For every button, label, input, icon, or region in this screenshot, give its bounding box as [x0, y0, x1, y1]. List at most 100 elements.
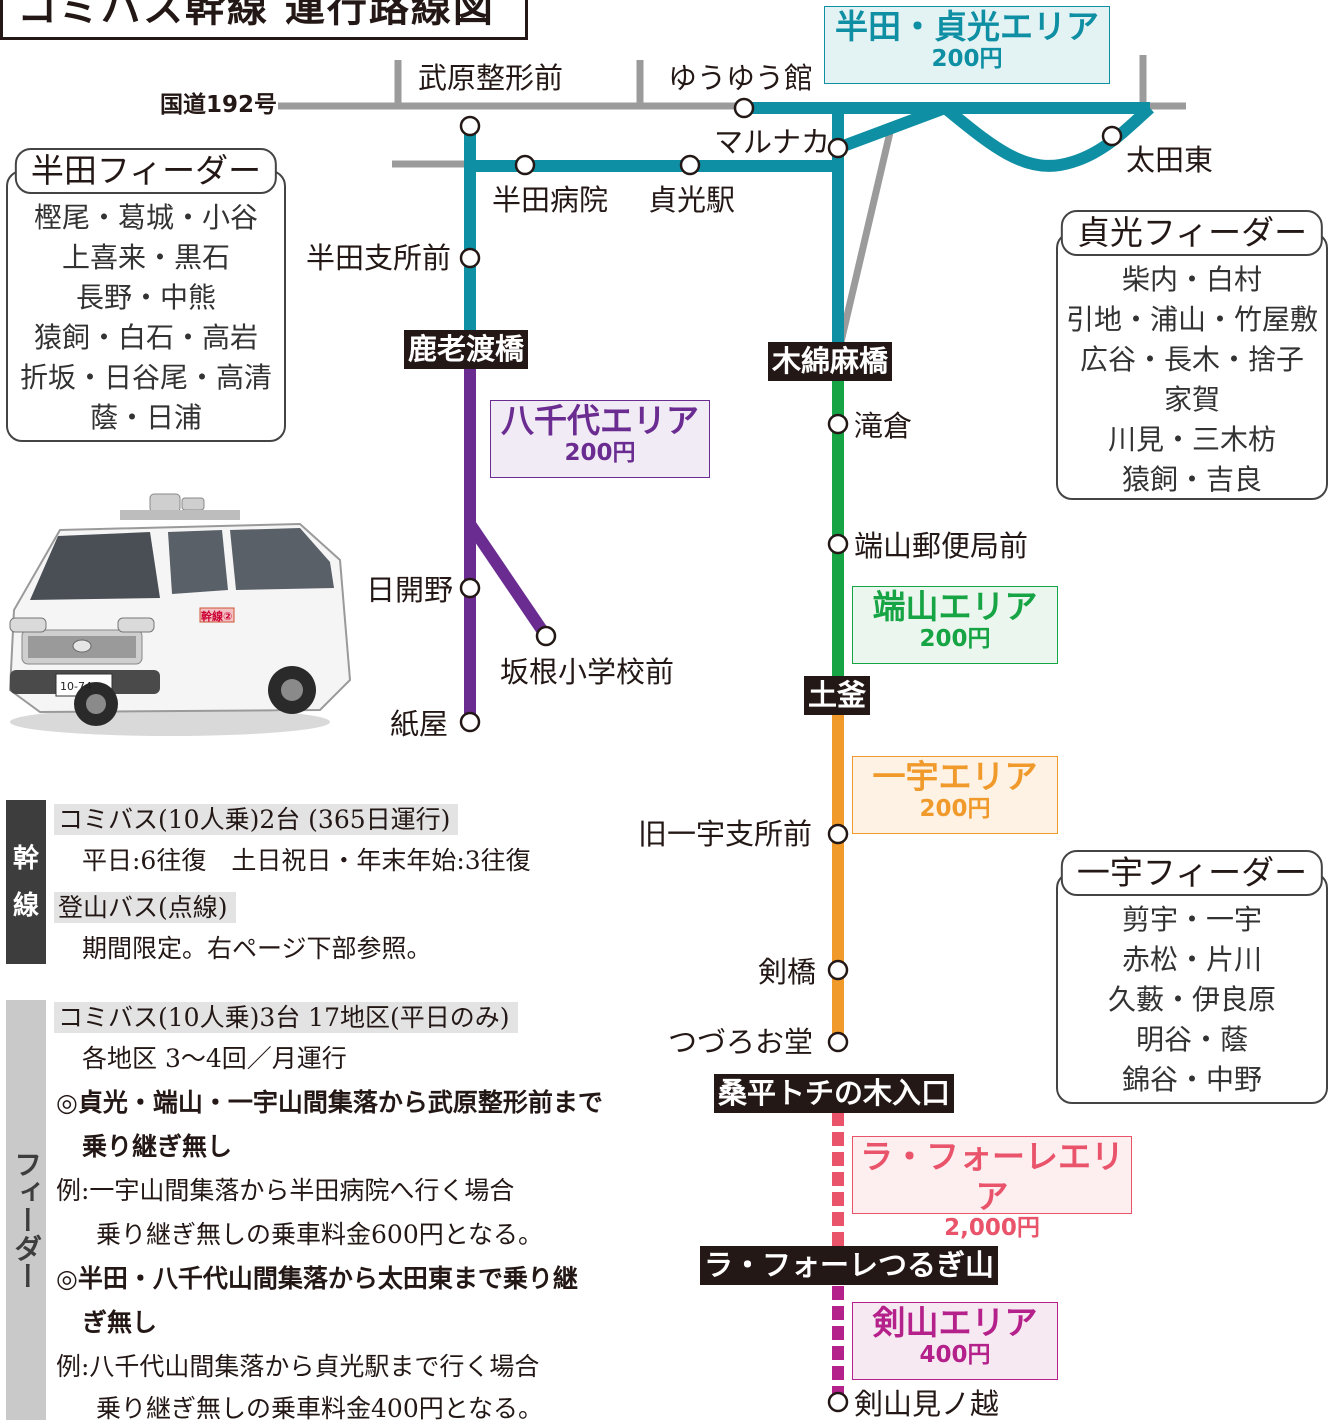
area-price: 400円 [919, 1341, 991, 1368]
feeder-line: 家賀 [1163, 383, 1220, 416]
feeder-note-7: ◎半田・八千代山間集落から太田東まで乗り継 [56, 1264, 578, 1293]
feeder-note-5: 例:一宇山間集落から半田病院へ行く場合 [56, 1176, 515, 1205]
feeder-title: 半田フィーダー [14, 148, 278, 194]
feeder-line: 赤松・片川 [1121, 943, 1262, 976]
area-yachiyo: 八千代エリア 200円 [490, 400, 710, 478]
station-marker-handa-byoin [514, 154, 536, 176]
feeder-note-4: 乗り継ぎ無し [82, 1132, 233, 1161]
kansen-note-1: コミバス(10人乗)2台 (365日運行) [54, 804, 459, 835]
feeder-note-9: 例:八千代山間集落から貞光駅まで行く場合 [56, 1352, 540, 1381]
area-name: 端山エリア [872, 587, 1038, 626]
hub-lafore-tsurugisan: ラ・フォーレつるぎ山 [700, 1246, 999, 1285]
area-price: 200円 [919, 625, 991, 652]
feeder-line: 樫尾・葛城・小谷 [33, 201, 258, 234]
bus-side-badge: 幹線② [201, 610, 233, 623]
feeder-line: 引地・浦山・竹屋敷 [1065, 303, 1318, 336]
feeder-ichiu: 一宇フィーダー 剪宇・一宇 赤松・片川 久藪・伊良原 明谷・蔭 錦谷・中野 [1056, 850, 1328, 1104]
kansen-note-3: 登山バス(点線) [54, 892, 236, 923]
station-marker-tsurugibashi [827, 959, 849, 981]
station-label-hatayama-yubin: 端山郵便局前 [854, 529, 1029, 563]
station-label-yuyukan: ゆうゆう館 [668, 61, 814, 95]
feeder-note-1: コミバス(10人乗)3台 17地区(平日のみ) [54, 1002, 518, 1033]
kansen-tab-char: 幹 [12, 844, 39, 874]
station-marker-yuyukan [733, 97, 755, 119]
feeder-note-3: ◎貞光・端山・一宇山間集落から武原整形前まで [56, 1088, 603, 1117]
feeder-handa: 半田フィーダー 樫尾・葛城・小谷 上喜来・黒石 長野・中熊 猿飼・白石・高岩 折… [6, 148, 286, 442]
station-label-minokoshi: 剣山見ノ越 [854, 1387, 1000, 1421]
feeder-sadamitsu: 貞光フィーダー 柴内・白村 引地・浦山・竹屋敷 広谷・長木・捨子 家賀 川見・三… [1056, 210, 1328, 500]
road-label-route192: 国道192号 [160, 92, 278, 118]
feeder-line: 上喜来・黒石 [61, 241, 230, 274]
area-price: 200円 [564, 439, 636, 466]
feeder-tab: フィーダー [6, 1000, 46, 1420]
station-marker-takikura [827, 413, 849, 435]
feeder-line: 猿飼・吉良 [1121, 463, 1262, 496]
station-label-sadamitsu: 貞光駅 [648, 183, 736, 217]
station-marker-kamiya [459, 711, 481, 733]
feeder-line: 柴内・白村 [1121, 263, 1262, 296]
kansen-note-2: 平日:6往復 土日祝日・年末年始:3往復 [82, 846, 531, 875]
kansen-tab: 幹 線 [6, 800, 46, 964]
area-handa-sadamitsu: 半田・貞光エリア 200円 [824, 6, 1110, 84]
feeder-tab-label: フィーダー [10, 1150, 43, 1290]
station-label-marunaka: マルナカ [714, 125, 831, 159]
hub-kurodobashi: 鹿老渡橋 [404, 330, 529, 369]
station-label-kamiya: 紙屋 [390, 707, 449, 741]
feeder-line: 川見・三木枋 [1107, 423, 1276, 456]
area-price: 200円 [931, 45, 1003, 72]
station-label-takikura: 滝倉 [854, 409, 913, 443]
line-handa-sadamitsu [464, 102, 1154, 350]
station-marker-handa-shisho [459, 247, 481, 269]
station-marker-takehara [459, 115, 481, 137]
bus-photo [8, 493, 352, 736]
feeder-line: 明谷・蔭 [1135, 1023, 1248, 1056]
bus-plate: 10-74 [60, 680, 92, 693]
station-marker-kyu-ichiu [827, 823, 849, 845]
area-price: 200円 [919, 795, 991, 822]
map-title: コミバス幹線 運行路線図 [0, 0, 528, 40]
feeder-note-2: 各地区 3〜4回／月運行 [82, 1044, 347, 1073]
feeder-note-10: 乗り継ぎ無しの乗車料金400円となる。 [96, 1394, 543, 1423]
area-name: ラ・フォーレエリア [860, 1137, 1124, 1216]
station-marker-hiraino [459, 577, 481, 599]
area-name: 一宇エリア [872, 757, 1038, 796]
feeder-line: 久藪・伊良原 [1107, 983, 1276, 1016]
station-label-kyu-ichiu: 旧一宇支所前 [638, 817, 813, 851]
station-marker-minokoshi [827, 1391, 849, 1413]
area-ichiu: 一宇エリア 200円 [852, 756, 1058, 834]
station-label-tsurugibashi: 剣橋 [758, 955, 817, 989]
feeder-line: 猿飼・白石・高岩 [33, 321, 258, 354]
area-price: 2,000円 [944, 1215, 1040, 1242]
station-label-tsuzuro: つづろお堂 [668, 1025, 814, 1059]
station-label-sakane: 坂根小学校前 [500, 655, 675, 689]
station-label-handa-shisho: 半田支所前 [306, 241, 452, 275]
station-marker-marunaka [827, 137, 849, 159]
kansen-note-4: 期間限定。右ページ下部参照。 [82, 934, 432, 963]
area-tsurugisan: 剣山エリア 400円 [852, 1302, 1058, 1380]
feeder-note-8: ぎ無し [82, 1308, 158, 1337]
feeder-note-6: 乗り継ぎ無しの乗車料金600円となる。 [96, 1220, 543, 1249]
area-lafore: ラ・フォーレエリア 2,000円 [852, 1136, 1132, 1241]
station-marker-ohta-higashi [1101, 125, 1123, 147]
station-marker-sadamitsu [679, 154, 701, 176]
station-marker-tsuzuro [827, 1031, 849, 1053]
feeder-line: 蔭・日浦 [89, 401, 202, 434]
feeder-line: 広谷・長木・捨子 [1079, 343, 1304, 376]
station-marker-sakane [535, 625, 557, 647]
hub-kuwadaira: 桑平トチの木入口 [714, 1074, 955, 1113]
hub-dogama: 土釜 [804, 676, 871, 715]
station-label-ohta-higashi: 太田東 [1126, 143, 1214, 177]
kansen-tab-char: 線 [12, 891, 39, 921]
area-name: 八千代エリア [501, 401, 699, 440]
station-label-hiraino: 日開野 [366, 573, 454, 607]
line-yachiyo [464, 360, 551, 718]
feeder-line: 錦谷・中野 [1121, 1063, 1262, 1096]
area-hatayama: 端山エリア 200円 [852, 586, 1058, 664]
hub-kiwatabashi: 木綿麻橋 [768, 342, 893, 381]
sadamitsu-road [836, 127, 895, 347]
area-name: 半田・貞光エリア [835, 7, 1099, 46]
feeder-title: 貞光フィーダー [1060, 210, 1324, 256]
station-marker-hatayama-yubin [827, 533, 849, 555]
station-label-handa-byoin: 半田病院 [492, 183, 609, 217]
